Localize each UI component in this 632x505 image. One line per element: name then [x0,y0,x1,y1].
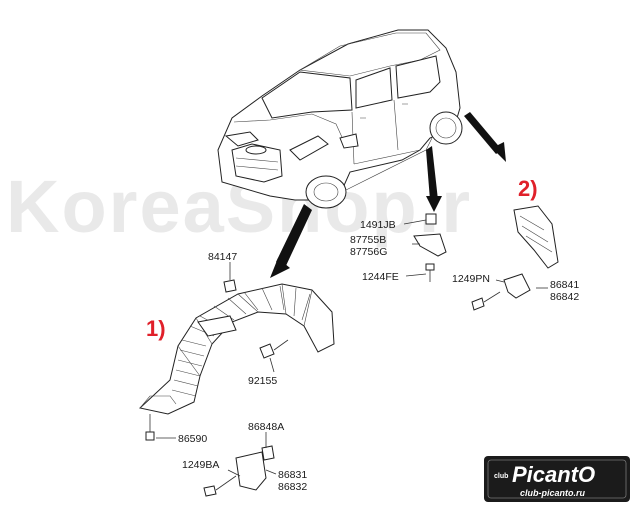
callout-2: 2) [518,176,538,201]
logo-club-text: club [494,473,508,480]
label-1491jb[interactable]: 1491JB [360,219,396,231]
fasteners [145,213,501,497]
rear-mud-guard [503,205,559,299]
label-86842[interactable]: 86842 [550,291,579,303]
car-illustration [217,29,463,209]
label-leader-lines [156,219,548,477]
label-86590[interactable]: 86590 [178,433,207,445]
club-logo: club PicantO club-picanto.ru [484,456,630,502]
label-86848a[interactable]: 86848A [248,421,284,433]
callout-1: 1) [146,316,166,341]
label-86831[interactable]: 86831 [278,469,307,481]
logo-brand: PicantO [512,462,595,487]
leader-arrows [270,112,506,278]
label-92155[interactable]: 92155 [248,375,277,387]
label-1249pn[interactable]: 1249PN [452,273,490,285]
label-87755b[interactable]: 87755B [350,234,386,246]
label-87756g[interactable]: 87756G [350,246,387,258]
front-wheel-guard [138,283,335,415]
label-84147[interactable]: 84147 [208,251,237,263]
label-1249ba[interactable]: 1249BA [182,459,219,471]
label-86832[interactable]: 86832 [278,481,307,493]
logo-site: club-picanto.ru [520,488,586,498]
label-86841[interactable]: 86841 [550,279,579,291]
part-labels: 84147 1491JB 87755B 87756G 1244FE 1249PN… [178,219,579,493]
label-1244fe[interactable]: 1244FE [362,271,399,283]
